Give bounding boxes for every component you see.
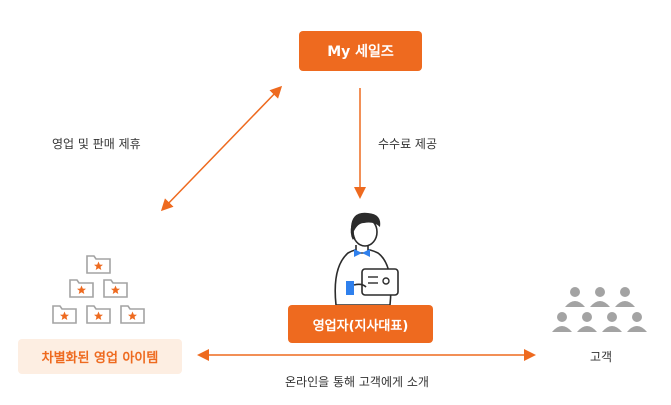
customer-label: 고객	[590, 350, 613, 364]
salesperson-box: 영업자(지사대표)	[288, 305, 433, 343]
my-sales-label: My 세일즈	[327, 44, 394, 60]
my-sales-box: My 세일즈	[299, 31, 422, 71]
folder-star-icon	[52, 255, 145, 324]
folder-icon	[86, 255, 111, 274]
fee-label: 수수료 제공	[378, 137, 438, 151]
items-label: 차별화된 영업 아이템	[41, 351, 159, 366]
items-box: 차별화된 영업 아이템	[18, 339, 182, 374]
salesperson-label: 영업자(지사대표)	[312, 318, 409, 334]
partnership-label: 영업 및 판매 제휴	[52, 137, 141, 151]
online-intro-label: 온라인을 통해 고객에게 소개	[285, 375, 429, 389]
customer-group-icon	[552, 287, 647, 332]
salesperson-with-tablet-icon	[334, 212, 399, 306]
